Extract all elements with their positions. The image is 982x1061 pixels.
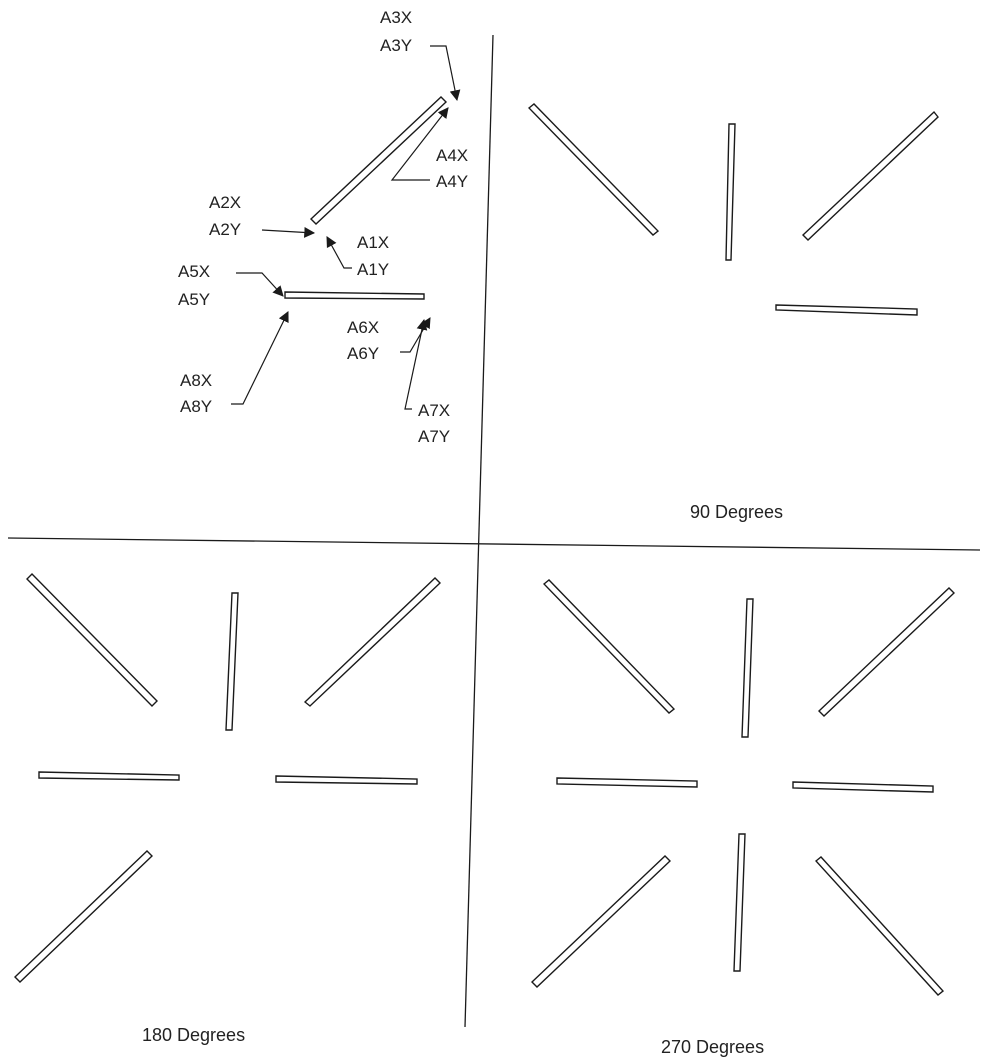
- diagonal-bar: [309, 96, 448, 225]
- label-a8y: A8Y: [180, 397, 212, 416]
- quadrant-90-degrees: 90 Degrees: [527, 103, 939, 522]
- diagonal-bar: [26, 573, 158, 707]
- diagonal-bar: [530, 855, 672, 988]
- diagonal-bar: [817, 587, 956, 717]
- diagonal-bar: [13, 850, 154, 983]
- a5-leader: [236, 272, 284, 297]
- diagonal-bar: [542, 579, 676, 714]
- diagonal-bar: [527, 103, 660, 236]
- label-a6x: A6X: [347, 318, 379, 337]
- label-a7y: A7Y: [418, 427, 450, 446]
- vertical-bar: [725, 123, 736, 261]
- vertical-bar: [733, 833, 746, 972]
- label-a4x: A4X: [436, 146, 468, 165]
- label-a7x: A7X: [418, 401, 450, 420]
- annotation-leaders: [231, 45, 461, 410]
- quadrant-270-degrees: 270 Degrees: [530, 579, 956, 1057]
- quadrant-180-degrees: 180 Degrees: [13, 573, 442, 1045]
- horizontal-bar: [284, 291, 425, 300]
- label-a1y: A1Y: [357, 260, 389, 279]
- horizontal-divider: [7, 537, 981, 551]
- a4-leader: [390, 107, 449, 181]
- a8-leader: [231, 311, 289, 405]
- horizontal-bar: [775, 304, 918, 316]
- horizontal-bar: [556, 777, 698, 788]
- vertical-divider: [464, 34, 494, 1028]
- label-a2x: A2X: [209, 193, 241, 212]
- diagonal-bar: [814, 856, 945, 996]
- annotation-labels: A3X A3Y A4X A4Y A2X A2Y A1X A1Y A5X A5Y …: [178, 8, 468, 446]
- quadrant-0-degrees: [284, 96, 448, 300]
- diagonal-bar: [303, 577, 442, 707]
- vertical-bar: [741, 598, 754, 738]
- label-a6y: A6Y: [347, 344, 379, 363]
- label-a3y: A3Y: [380, 36, 412, 55]
- horizontal-bar: [275, 775, 418, 785]
- a1-leader: [326, 236, 352, 269]
- vertical-bar: [225, 592, 239, 731]
- a6-leader: [400, 317, 431, 353]
- horizontal-bar: [38, 771, 180, 781]
- caption-180-degrees: 180 Degrees: [142, 1025, 245, 1045]
- caption-90-degrees: 90 Degrees: [690, 502, 783, 522]
- diagonal-bar: [801, 110, 939, 241]
- label-a5y: A5Y: [178, 290, 210, 309]
- label-a5x: A5X: [178, 262, 210, 281]
- label-a1x: A1X: [357, 233, 389, 252]
- label-a2y: A2Y: [209, 220, 241, 239]
- caption-270-degrees: 270 Degrees: [661, 1037, 764, 1057]
- label-a8x: A8X: [180, 371, 212, 390]
- a3-leader: [430, 45, 461, 102]
- label-a3x: A3X: [380, 8, 412, 27]
- a7-leader: [404, 318, 428, 410]
- horizontal-bar: [792, 781, 934, 793]
- a2-leader: [261, 227, 316, 238]
- label-a4y: A4Y: [436, 172, 468, 191]
